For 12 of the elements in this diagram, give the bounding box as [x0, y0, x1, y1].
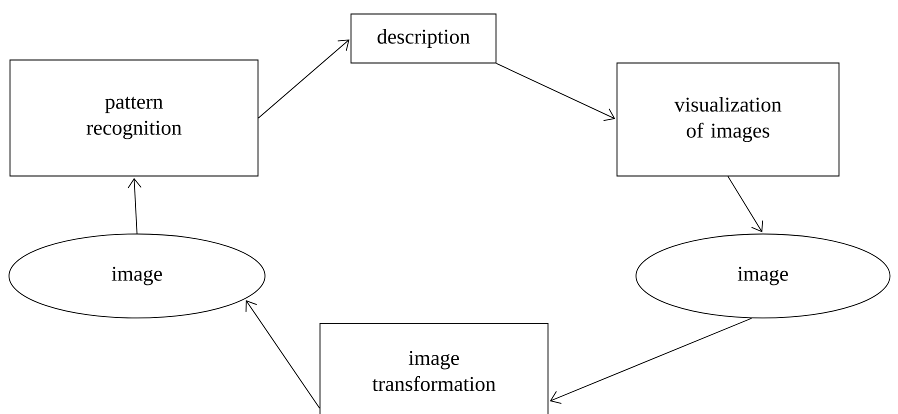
- process-box: visualization of images: [616, 62, 840, 176]
- process-box: description: [350, 14, 496, 64]
- arrow: [246, 300, 320, 409]
- ellipse-node: image: [8, 234, 266, 318]
- ellipse-node: image: [636, 234, 890, 318]
- arrow: [550, 318, 752, 404]
- arrow: [258, 39, 350, 118]
- process-box: pattern recognition: [10, 60, 258, 176]
- process-box: image transformation: [320, 323, 548, 414]
- arrow: [128, 178, 142, 234]
- arrow: [728, 176, 764, 232]
- arrow: [496, 62, 616, 122]
